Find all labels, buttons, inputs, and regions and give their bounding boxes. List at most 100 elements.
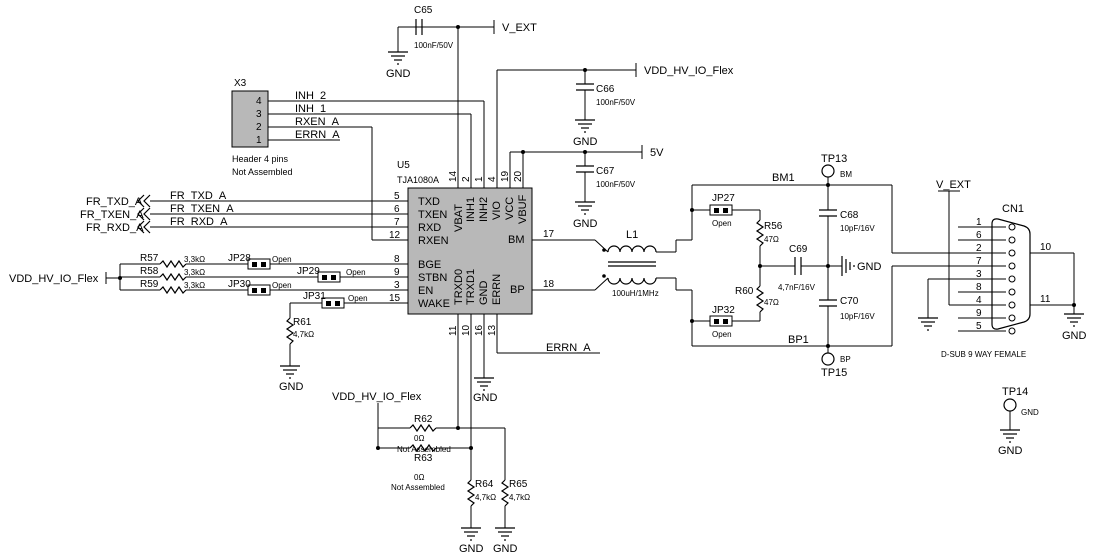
tp-net: GND: [1021, 408, 1039, 417]
ic-bottom-nets: GND ERRN_A: [456, 342, 600, 450]
bus-termination: BM1 BP1 JP27 Open R56 47Ω R60 47Ω JP32: [675, 153, 990, 379]
ic-ref: U5: [397, 160, 410, 171]
header-note: Not Assembled: [232, 167, 293, 177]
tp-ref: TP14: [1002, 386, 1028, 398]
connector-pin: 8: [976, 282, 982, 293]
ic-pin-num: 12: [389, 230, 401, 241]
ic-pin-num: 15: [389, 293, 401, 304]
net-label: BP1: [788, 334, 809, 346]
ic-u5: U5 TJA1080A TXD TXEN RXD RXEN BGE STBN E…: [372, 160, 595, 342]
gnd-label: GND: [386, 68, 411, 80]
port-label: 5V: [650, 147, 664, 159]
connector-pin: 6: [976, 230, 982, 241]
gnd-label: GND: [473, 392, 498, 404]
ic-pin-num: 5: [394, 191, 400, 202]
ic-pin-name: TRXD0: [453, 269, 465, 305]
gnd-label: GND: [857, 261, 882, 273]
jumper-state: Open: [272, 255, 292, 264]
tp-net: BP: [840, 355, 851, 364]
port-label: V_EXT: [502, 22, 537, 34]
header-pin-num: 2: [256, 122, 262, 133]
ic-pin-num: 4: [487, 176, 498, 182]
port-label: FR_RXD_A: [86, 222, 144, 234]
res-ref: R60: [735, 286, 754, 297]
jumper-state: Open: [348, 294, 368, 303]
header-net: ERRN_A: [295, 129, 340, 141]
ic-pin-num: 13: [487, 324, 498, 336]
connector-pin: 9: [976, 308, 982, 319]
capacitor-c66: VDD_HV_IO_Flex C66 100nF/50V GND: [496, 63, 734, 160]
ic-part: TJA1080A: [397, 175, 439, 185]
res-ref: R62: [414, 414, 433, 425]
tp-net: BM: [840, 170, 852, 179]
ic-pin-num: 11: [448, 325, 459, 336]
res-note: Not Assembled: [397, 445, 451, 454]
header-ref: X3: [234, 78, 247, 89]
ic-pin-name: ERRN: [491, 274, 503, 305]
ic-pin-num: 19: [500, 170, 511, 182]
ic-pin-num: 2: [461, 176, 472, 182]
ic-pin-num: 7: [394, 217, 400, 228]
connector-pin: 1: [976, 217, 982, 228]
ic-pin-name: RXEN: [418, 235, 449, 247]
ic-pin-name: TXD: [418, 196, 440, 208]
ic-pin-num: 17: [543, 229, 555, 240]
cap-ref: C66: [596, 84, 615, 95]
jumper-ref: JP27: [712, 193, 735, 204]
ic-pin-num: 18: [543, 279, 555, 290]
jumper-ref: JP31: [303, 291, 326, 302]
ic-pin-num: 6: [394, 204, 400, 215]
connector-cn1: CN1 1 6 2 7 3 8 4 9 5 V_EXT: [918, 179, 1087, 359]
ic-pin-name: WAKE: [418, 298, 450, 310]
header-pin-num: 3: [256, 109, 262, 120]
ic-pin-num: 16: [474, 324, 485, 336]
gnd-label: GND: [493, 543, 518, 555]
cap-ref: C65: [414, 5, 433, 16]
ic-pin-num: 20: [513, 170, 524, 182]
res-val: 4,7kΩ: [475, 493, 496, 502]
testpoint-tp14: TP14 GND GND: [998, 386, 1039, 457]
connector-pin: 3: [976, 269, 982, 280]
choke-ref: L1: [626, 229, 638, 241]
res-val: 3,3kΩ: [184, 255, 205, 264]
ic-pin-num: 10: [461, 324, 472, 336]
jumper-ref: JP32: [712, 305, 735, 316]
ic-pin-num: 3: [394, 280, 400, 291]
cap-val: 100nF/50V: [414, 41, 454, 50]
res-ref: R64: [475, 479, 494, 490]
res-val: 4,7kΩ: [293, 330, 314, 339]
net-label: FR_RXD_A: [170, 216, 228, 228]
capacitor-c65: C65 V_EXT 100nF/50V GND: [386, 5, 537, 160]
res-note: Not Assembled: [391, 483, 445, 492]
res-ref: R63: [414, 453, 433, 464]
ic-pin-name: EN: [418, 285, 433, 297]
connector-pin: 5: [976, 321, 982, 332]
port-label: V_EXT: [936, 179, 971, 191]
port-label: VDD_HV_IO_Flex: [332, 391, 422, 403]
ic-pin-name: TRXD1: [465, 269, 477, 305]
capacitor-c67: 5V C67 100nF/50V GND: [509, 145, 664, 230]
gnd-label: GND: [573, 218, 598, 230]
cap-ref: C67: [596, 166, 615, 177]
cap-val: 10pF/16V: [840, 312, 875, 321]
header-note: Header 4 pins: [232, 154, 289, 164]
cap-ref: C69: [789, 244, 808, 255]
net-label: FR_TXD_A: [170, 190, 227, 202]
ic-pin-name: BM: [508, 234, 525, 246]
jumper-state: Open: [712, 219, 732, 228]
cap-val: 100nF/50V: [596, 180, 636, 189]
res-val: 3,3kΩ: [184, 268, 205, 277]
tp-ref: TP13: [821, 153, 847, 165]
cap-ref: C68: [840, 210, 859, 221]
connector-pin: 4: [976, 295, 982, 306]
header-x3: X3 4 3 2 1 INH_2 INH_1 RXEN_A ERRN_A Hea…: [231, 78, 484, 177]
port-label: VDD_HV_IO_Flex: [9, 273, 99, 285]
res-val: 47Ω: [764, 298, 779, 307]
res-ref: R57: [140, 253, 159, 264]
ic-pin-num: 1: [474, 176, 485, 182]
jumper-state: Open: [346, 268, 366, 277]
net-label: ERRN_A: [546, 342, 591, 354]
port-label: FR_TXEN_A: [80, 209, 144, 221]
pullup-resistors: VDD_HV_IO_Flex R57 R58 R59 3,3kΩ 3,3kΩ 3…: [9, 253, 318, 295]
